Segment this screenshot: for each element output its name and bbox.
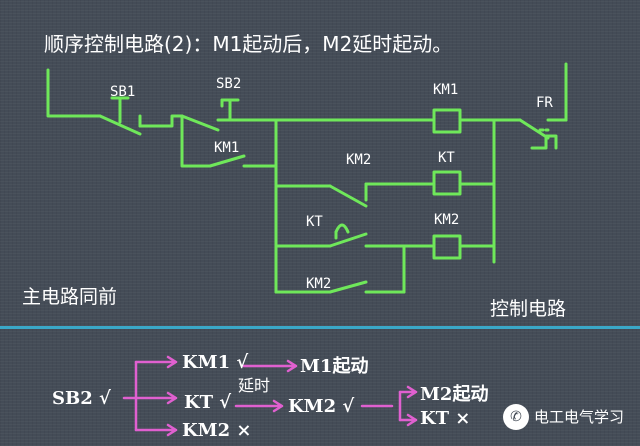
- arrow-km1-m1: [242, 359, 298, 373]
- label-sb2: SB2: [216, 76, 242, 92]
- label-kt-contact: KT: [306, 214, 323, 230]
- km2-coil: [432, 234, 496, 260]
- arrow-to-kt-off: [398, 413, 418, 427]
- arrow-to-km1: [134, 355, 178, 369]
- label-km1-hold: KM1: [214, 140, 240, 156]
- km1-coil: [432, 108, 522, 134]
- arrow-to-km2-off: [134, 423, 178, 437]
- km1-hold-contact: [180, 114, 278, 168]
- label-kt-coil: KT: [438, 150, 455, 166]
- seq-kt: KT √: [184, 392, 232, 413]
- arrow-kt-km2: [234, 399, 284, 413]
- wechat-icon: ✆: [503, 404, 529, 430]
- sb1-contact: [98, 96, 158, 136]
- label-sb1: SB1: [110, 84, 136, 100]
- divider: [0, 326, 640, 329]
- fr-contact: [518, 62, 568, 150]
- kt-contact: [274, 223, 406, 248]
- right-note: 控制电路: [490, 298, 567, 320]
- km2-nc-contact: [274, 182, 434, 208]
- arrow-to-m2: [398, 385, 418, 399]
- label-km2-hold: KM2: [306, 276, 332, 292]
- seq-km2-mid: KM2 √: [288, 396, 355, 417]
- label-km1-coil: KM1: [433, 82, 459, 98]
- seq-kt-off: KT ×: [420, 408, 471, 429]
- label-km2-coil: KM2: [434, 212, 460, 228]
- seq-km2-off: KM2 ×: [182, 420, 252, 441]
- kt-coil: [432, 170, 496, 196]
- wire-sb1-sb2: [154, 114, 184, 128]
- seq-delay: 延时: [238, 376, 271, 395]
- seq-m1: M1起动: [300, 356, 369, 377]
- label-km2-nc: KM2: [346, 152, 372, 168]
- left-note: 主电路同前: [22, 286, 118, 308]
- watermark: 电工电气学习: [534, 408, 625, 426]
- arrow-to-kt: [122, 391, 178, 405]
- km2-hold-contact: [274, 244, 406, 294]
- left-rail: [46, 68, 102, 118]
- label-fr: FR: [536, 95, 553, 111]
- slide-title: 顺序控制电路(2)：M1起动后，M2延时起动。: [44, 32, 453, 56]
- sb2-contact: [180, 98, 250, 132]
- seq-m2: M2起动: [420, 384, 489, 405]
- seq-km1: KM1 √: [182, 352, 249, 373]
- seq-sb2: SB2 √: [52, 388, 111, 409]
